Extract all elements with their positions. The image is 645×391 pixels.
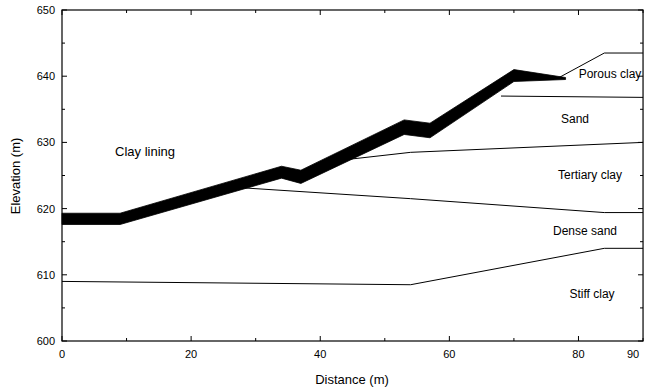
- plot-frame: [62, 10, 643, 341]
- layer-label: Stiff clay: [569, 288, 614, 301]
- layer-label: Dense sand: [553, 225, 617, 238]
- axis-title: Distance (m): [315, 373, 389, 387]
- axis-ticks: [62, 10, 643, 341]
- layer-boundary: [501, 96, 643, 97]
- tick-label: 620: [37, 203, 55, 215]
- tick-label: 40: [314, 348, 326, 360]
- layer-label: Clay lining: [115, 145, 175, 159]
- tick-label: 630: [37, 136, 55, 148]
- tick-label: 600: [37, 335, 55, 347]
- layer-label: Porous clay: [579, 68, 642, 81]
- layer-boundary: [346, 142, 643, 159]
- tick-label: 80: [572, 348, 584, 360]
- layer-label: Tertiary clay: [558, 169, 622, 182]
- tick-label: 90: [627, 348, 639, 360]
- tick-label: 650: [37, 4, 55, 16]
- tick-label: 0: [59, 348, 65, 360]
- tick-label: 20: [185, 348, 197, 360]
- layer-boundary: [236, 187, 643, 212]
- clay-lining-band: [62, 70, 566, 225]
- tick-label: 610: [37, 269, 55, 281]
- axis-title: Elevation (m): [9, 138, 23, 215]
- tick-label: 640: [37, 70, 55, 82]
- layer-boundary: [62, 248, 643, 284]
- tick-label: 60: [443, 348, 455, 360]
- layer-label: Sand: [561, 113, 589, 126]
